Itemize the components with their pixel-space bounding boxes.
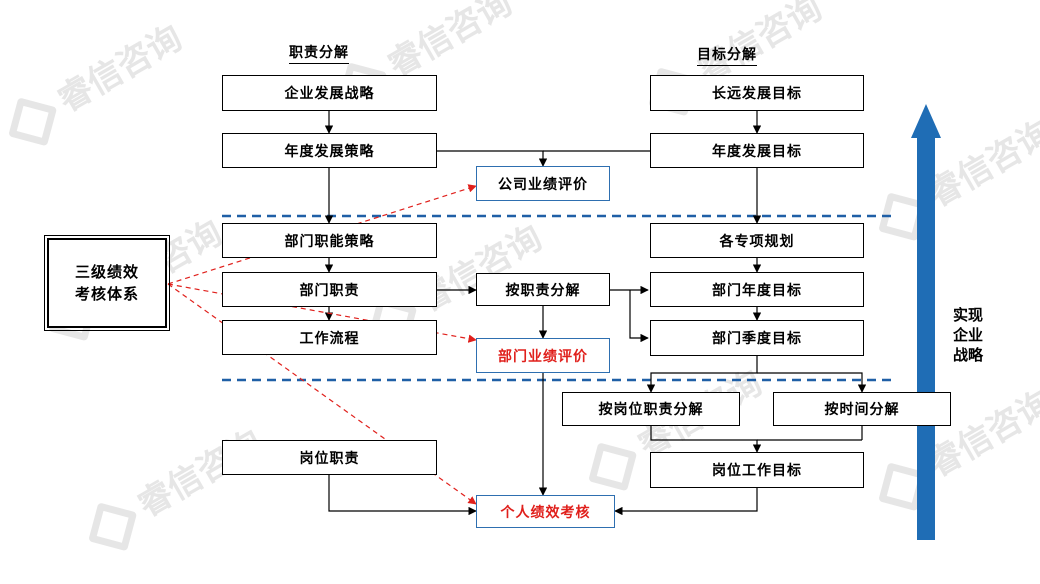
box-corp-strategy: 企业发展战略	[222, 75, 437, 111]
box-annual-goal: 年度发展目标	[650, 133, 864, 168]
box-long-goal: 长远发展目标	[650, 75, 864, 111]
box-workflow: 工作流程	[222, 320, 437, 355]
system-label-line1: 三级绩效	[74, 263, 139, 281]
box-personal-eval: 个人绩效考核	[476, 495, 615, 528]
header-duty-decomposition: 职责分解	[289, 42, 349, 64]
strategy-arrow	[911, 104, 941, 540]
box-position-duty: 岗位职责	[222, 440, 437, 475]
box-dept-year-goal: 部门年度目标	[650, 272, 864, 307]
box-by-duty: 按职责分解	[476, 273, 610, 306]
box-special-plan: 各专项规划	[650, 223, 864, 258]
box-dept-function: 部门职能策略	[222, 223, 437, 258]
side-label-strategy: 实现企业战略	[952, 306, 983, 364]
box-company-eval: 公司业绩评价	[476, 166, 610, 201]
box-dept-eval: 部门业绩评价	[476, 338, 610, 373]
box-dept-duty: 部门职责	[222, 272, 437, 307]
box-by-time: 按时间分解	[773, 392, 951, 426]
box-by-position: 按岗位职责分解	[562, 392, 740, 426]
system-label-line2: 考核体系	[74, 285, 139, 303]
box-annual-strategy: 年度发展策略	[222, 133, 437, 168]
box-position-goal: 岗位工作目标	[650, 452, 864, 488]
box-dept-quarter-goal: 部门季度目标	[650, 320, 864, 356]
box-three-level-system: 三级绩效 考核体系	[44, 235, 170, 331]
header-goal-decomposition: 目标分解	[697, 44, 757, 66]
